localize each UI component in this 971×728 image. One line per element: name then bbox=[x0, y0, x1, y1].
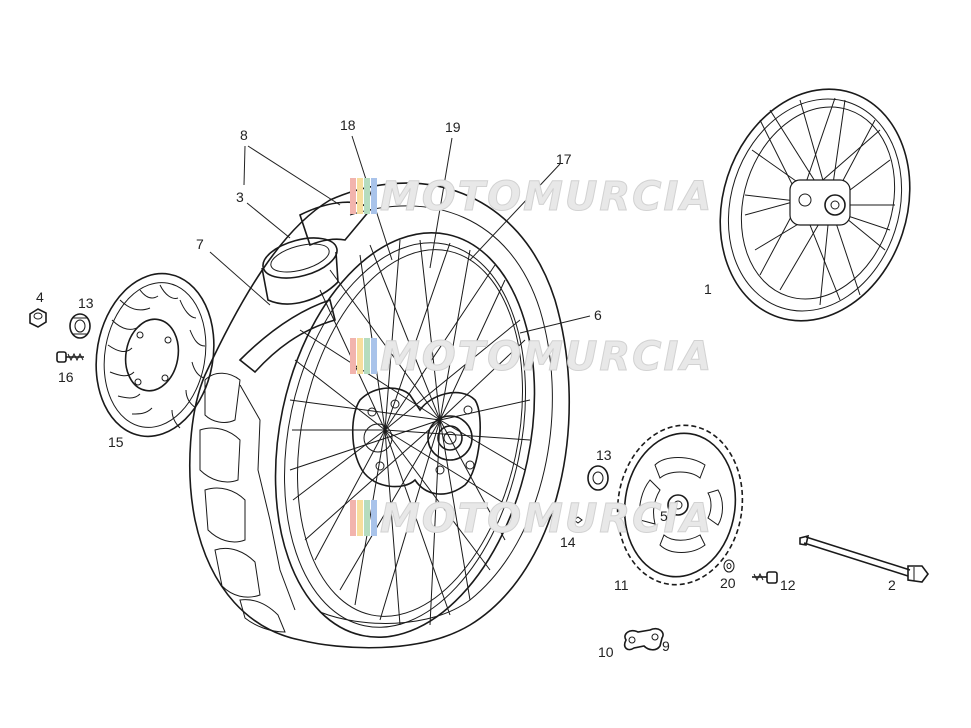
watermark-bottom: MOTOMURCIA bbox=[350, 496, 713, 543]
hub bbox=[351, 387, 481, 495]
callout-12: 12 bbox=[780, 577, 796, 593]
callout-5: 5 bbox=[660, 508, 668, 524]
grease-nipple bbox=[573, 516, 583, 524]
callout-15: 15 bbox=[108, 434, 124, 450]
callout-20: 20 bbox=[720, 575, 736, 591]
watermark-middle: MOTOMURCIA bbox=[350, 334, 713, 381]
rim-band-and-tube bbox=[238, 201, 372, 374]
nut bbox=[29, 308, 47, 328]
callout-9: 9 bbox=[662, 638, 670, 654]
watermark-text-top: MOTOMURCIA bbox=[380, 174, 713, 220]
callout-17: 17 bbox=[556, 151, 572, 167]
callout-11: 11 bbox=[614, 577, 629, 593]
bearing-right bbox=[587, 465, 609, 491]
washer bbox=[723, 559, 735, 573]
callouts: 1 2 3 4 5 6 7 8 9 10 11 12 13 13 14 15 1… bbox=[36, 117, 896, 660]
watermark-text-bottom: MOTOMURCIA bbox=[380, 496, 713, 542]
callout-2: 2 bbox=[888, 577, 896, 593]
rim bbox=[274, 232, 536, 638]
callout-7: 7 bbox=[196, 236, 204, 252]
callout-6: 6 bbox=[594, 307, 602, 323]
brake-disc bbox=[95, 272, 215, 438]
callout-16: 16 bbox=[58, 369, 74, 385]
disc-bolt bbox=[56, 351, 84, 363]
rear-sprocket bbox=[616, 424, 744, 586]
callout-8: 8 bbox=[240, 127, 248, 143]
callout-18: 18 bbox=[340, 117, 356, 133]
chain-link bbox=[623, 627, 664, 651]
callout-1: 1 bbox=[704, 281, 712, 297]
callout-13-left: 13 bbox=[78, 295, 94, 311]
leader-lines bbox=[209, 135, 591, 334]
callout-4: 4 bbox=[36, 289, 44, 305]
watermark-text-middle: MOTOMURCIA bbox=[380, 334, 713, 380]
callout-3: 3 bbox=[236, 189, 244, 205]
watermark-top: MOTOMURCIA bbox=[350, 174, 713, 221]
callout-14: 14 bbox=[560, 534, 576, 550]
complete-wheel-assembly bbox=[719, 88, 911, 322]
axle bbox=[799, 534, 929, 583]
sprocket-bolt bbox=[752, 571, 778, 584]
tire bbox=[189, 182, 570, 649]
spokes bbox=[289, 239, 531, 626]
callout-10: 10 bbox=[598, 644, 614, 660]
callout-13-right: 13 bbox=[596, 447, 612, 463]
callout-19: 19 bbox=[445, 119, 461, 135]
bearing-left bbox=[69, 313, 91, 339]
